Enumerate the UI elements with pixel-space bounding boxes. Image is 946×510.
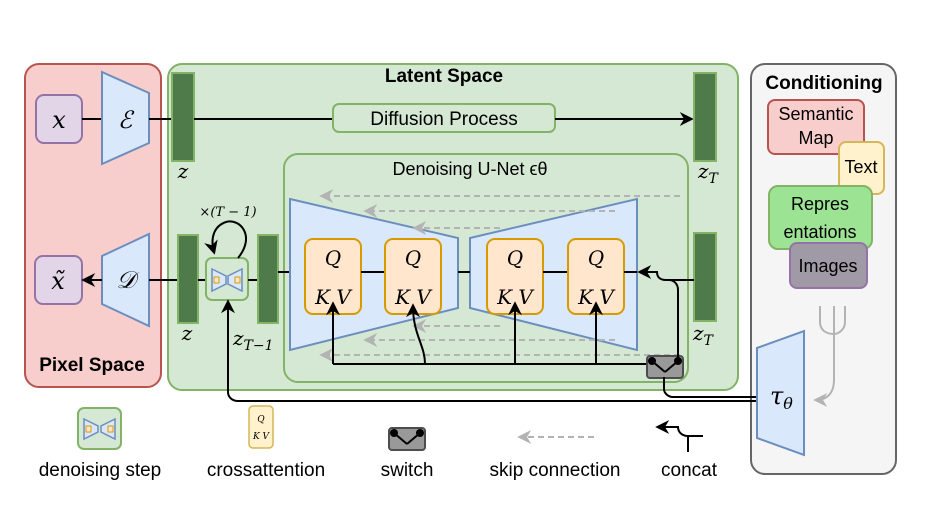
representations-label-line-1: Repres <box>791 194 849 214</box>
semantic-map-label-line-2: Map <box>798 128 833 148</box>
latent-zT-1 <box>257 234 279 324</box>
tau-to-step-arrow <box>221 299 757 402</box>
decoder-block <box>101 232 150 328</box>
legend-switch-label: switch <box>381 460 434 481</box>
legend-q-label: Q <box>257 415 265 425</box>
latent-z-top <box>171 72 195 162</box>
q-label-4: Q <box>588 246 604 270</box>
latent-zT-mid <box>693 232 717 322</box>
encoder-block <box>101 70 150 166</box>
x-symbol: x <box>52 106 66 134</box>
unet-title: Denoising U-Net ϵθ <box>392 159 547 179</box>
repeat-loop-arrow <box>204 220 247 259</box>
latent-space-label: Latent Space <box>385 66 503 87</box>
conditioning-label: Conditioning <box>765 73 882 94</box>
images-box <box>789 242 868 289</box>
zT-mid-sub: T <box>704 333 715 349</box>
zT-top-label: zT <box>697 159 720 187</box>
zT-top-main: z <box>697 159 709 183</box>
diffusion-process-label: Diffusion Process <box>370 109 518 130</box>
denoising-step-qkv-right <box>234 276 241 284</box>
kv-label-2: K V <box>394 285 433 309</box>
switch-lever-2 <box>664 360 679 373</box>
concat-input-arrow <box>637 265 694 281</box>
legend-step-qkv-right <box>107 425 114 433</box>
denoising-step-qkv-left <box>213 276 220 284</box>
switch-to-concat-line <box>668 279 679 361</box>
zT-top-sub: T <box>709 171 720 187</box>
legend-switch-icon <box>388 427 426 451</box>
latent-zT-top <box>693 72 717 162</box>
semantic-map-label-line-1: Semantic <box>778 104 853 124</box>
tau-sub: θ <box>783 394 793 413</box>
zT-mid-label: zT <box>692 321 715 349</box>
images-label: Images <box>798 256 857 276</box>
tau-encoder-block <box>756 329 805 457</box>
legend-concat-icon <box>655 420 703 437</box>
encoder-symbol: ℰ <box>118 106 135 134</box>
zT-mid-main: z <box>692 321 704 345</box>
legend-crossattention-icon <box>248 405 274 449</box>
legend-denoising-step-icon <box>77 407 122 450</box>
zT-1-label: zT−1 <box>232 326 274 354</box>
z-mid-label: z <box>181 321 193 345</box>
legend-skip-connection-label: skip connection <box>490 460 621 481</box>
zT-1-main: z <box>232 326 244 350</box>
legend-kv-label: K V <box>252 432 271 442</box>
q-label-2: Q <box>405 246 421 270</box>
legend-switch-lever-2 <box>406 432 421 445</box>
text-label: Text <box>844 157 877 177</box>
latent-z-mid <box>177 234 199 324</box>
tau-to-switch-line <box>663 377 757 398</box>
legend-crossattention-label: crossattention <box>207 460 325 481</box>
z-top-label: z <box>177 159 189 183</box>
legend-denoising-step-label: denoising step <box>39 460 162 481</box>
switch-lever <box>651 360 666 373</box>
x-tilde-symbol: x̃ <box>51 267 65 295</box>
representations-label-line-2: entations <box>783 222 856 242</box>
legend-switch-lever <box>393 432 408 445</box>
semantic-map-box <box>767 99 865 155</box>
pixel-space-label: Pixel Space <box>39 355 145 376</box>
conditioning-merge-lines <box>816 306 846 400</box>
q-label-3: Q <box>507 246 523 270</box>
q-label-1: Q <box>325 246 341 270</box>
legend-step-qkv-left <box>85 425 92 433</box>
repeat-label: ×(T − 1) <box>199 205 256 220</box>
zT-1-sub: T−1 <box>244 338 274 354</box>
tau-main: τ <box>770 382 784 410</box>
tau-symbol: τθ <box>770 382 793 413</box>
cond-to-qkv-2 <box>406 303 426 365</box>
legend-concat-label: concat <box>661 460 718 481</box>
